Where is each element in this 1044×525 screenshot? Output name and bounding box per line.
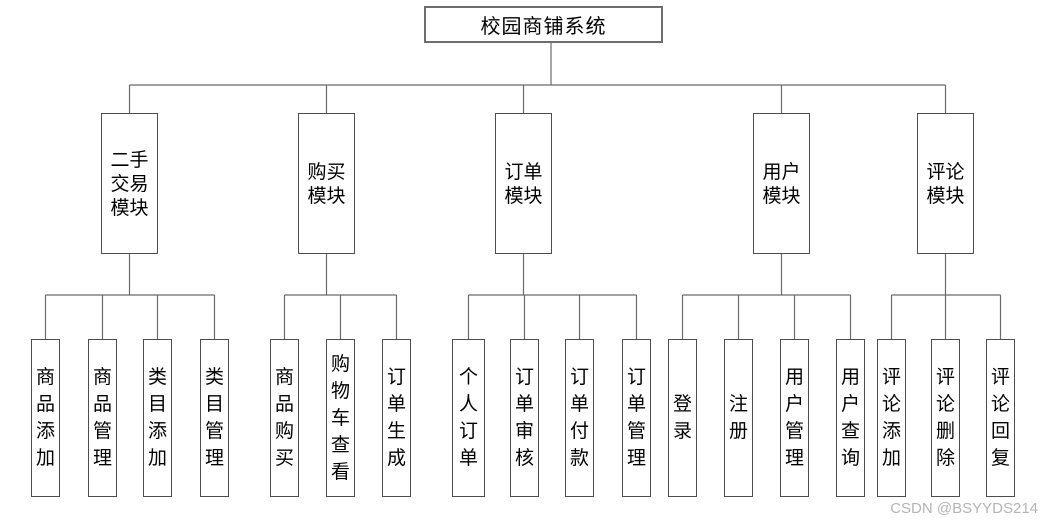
module-node-order: 订单模块 <box>495 113 552 254</box>
leaf-node-order-manage: 订单管理 <box>622 339 651 497</box>
root-node-label: 校园商铺系统 <box>480 14 607 38</box>
leaf-node-label: 注册 <box>729 393 749 442</box>
csdn-watermark: CSDN @BSYYDS214 <box>890 500 1038 517</box>
module-node-label: 评论模块 <box>926 160 965 207</box>
leaf-node-label: 订单管理 <box>627 366 647 469</box>
leaf-node-label: 评论回复 <box>991 366 1011 469</box>
leaf-node-label: 用户查询 <box>841 366 861 469</box>
leaf-node-category-add: 类目添加 <box>143 339 172 497</box>
leaf-node-label: 商品添加 <box>36 366 56 469</box>
leaf-node-label: 订单生成 <box>387 366 407 469</box>
leaf-node-label: 订单付款 <box>570 366 590 469</box>
module-node-user: 用户模块 <box>753 113 810 254</box>
leaf-node-user-manage: 用户管理 <box>780 339 809 497</box>
leaf-node-personal-order: 个人订单 <box>452 339 485 497</box>
leaf-node-order-generate: 订单生成 <box>382 339 411 497</box>
leaf-node-label: 商品管理 <box>93 366 113 469</box>
leaf-node-category-manage: 类目管理 <box>200 339 229 497</box>
leaf-node-comment-delete: 评论删除 <box>931 339 960 497</box>
leaf-node-order-audit: 订单审核 <box>510 339 539 497</box>
leaf-node-goods-add: 商品添加 <box>31 339 60 497</box>
module-node-comment: 评论模块 <box>917 113 974 254</box>
module-node-purchase: 购买模块 <box>298 113 355 254</box>
leaf-node-cart-view: 购物车查看 <box>326 339 355 497</box>
leaf-node-label: 个人订单 <box>459 366 479 469</box>
module-node-label: 购买模块 <box>307 160 346 207</box>
leaf-node-label: 类目添加 <box>148 366 168 469</box>
leaf-node-label: 登录 <box>673 393 693 442</box>
leaf-node-label: 商品购买 <box>275 366 295 469</box>
module-node-label: 订单模块 <box>504 160 543 207</box>
leaf-node-user-query: 用户查询 <box>836 339 865 497</box>
leaf-node-comment-add: 评论添加 <box>877 339 906 497</box>
leaf-node-order-payment: 订单付款 <box>565 339 594 497</box>
leaf-node-goods-manage: 商品管理 <box>88 339 117 497</box>
leaf-node-goods-purchase: 商品购买 <box>270 339 299 497</box>
leaf-node-label: 类目管理 <box>205 366 225 469</box>
leaf-node-label: 评论删除 <box>936 366 956 469</box>
leaf-node-label: 购物车查看 <box>331 352 351 483</box>
leaf-node-login: 登录 <box>668 339 697 497</box>
module-node-secondhand-trading: 二手交易模块 <box>101 113 158 254</box>
leaf-node-label: 订单审核 <box>515 366 535 469</box>
module-node-label: 用户模块 <box>762 160 801 207</box>
leaf-node-label: 用户管理 <box>785 366 805 469</box>
leaf-node-label: 评论添加 <box>882 366 902 469</box>
leaf-node-register: 注册 <box>724 339 753 497</box>
module-node-label: 二手交易模块 <box>110 148 149 219</box>
root-node-campus-shop-system: 校园商铺系统 <box>424 6 663 43</box>
leaf-node-comment-reply: 评论回复 <box>986 339 1015 497</box>
